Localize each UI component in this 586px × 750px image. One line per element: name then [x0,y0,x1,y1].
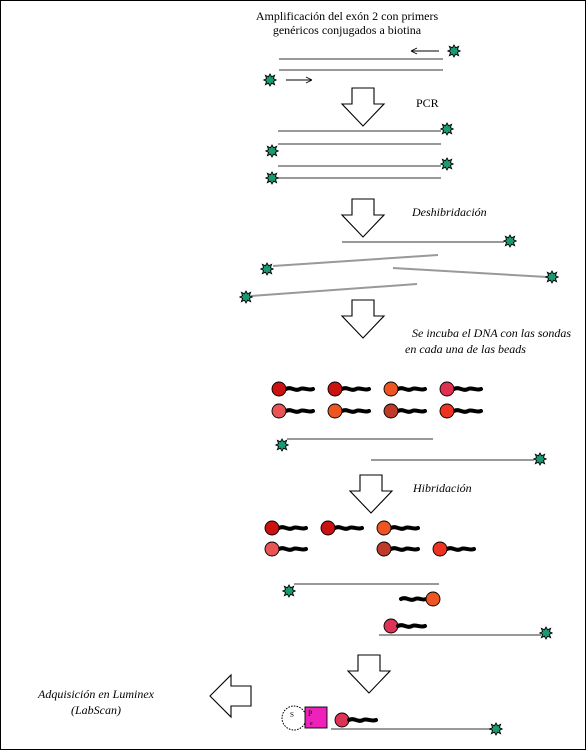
step-label-incuba-2: en cada una de las beads [405,342,526,356]
biotin-star-icon [539,626,553,640]
title-line-2: genéricos conjugados a biotina [272,23,422,37]
unbound-bead-probes [264,520,476,557]
title-line-1: Amplificación del exón 2 con primers [255,9,439,23]
single-strands [239,234,559,304]
bead [425,591,441,607]
pe-sub-letter: e [310,721,313,727]
bead [334,712,350,728]
biotin-star-icon [545,270,559,284]
pe-letter: P [308,709,313,718]
biotin-star-icon [263,73,277,87]
arrow-down-icon [349,474,393,514]
biotin-star-icon [489,722,503,736]
biotin-star-icon [440,122,454,136]
acquisition-label-1: Adquisición en Luminex [38,687,154,701]
bead [383,618,399,634]
hybridized-strand-1 [282,583,441,607]
biotin-star-icon [533,452,547,466]
step-label-deshibridacion: Deshibridación [412,205,487,219]
bead-probe [432,541,476,557]
bead-probe [383,381,427,397]
streptavidin-letter: S [290,711,294,719]
bead-probe [327,381,371,397]
bead-probe [439,381,483,397]
biotin-star-icon [265,144,279,158]
step-label-pcr: PCR [416,96,439,110]
biotin-star-icon [265,171,279,185]
biotin-star-icon [503,234,517,248]
hybridized-strand-2 [379,618,553,640]
bead-probe [376,541,420,557]
target-strands [275,438,547,466]
pcr-products [265,122,454,185]
bead-probe [264,541,308,557]
biotin-star-icon [447,44,461,58]
step-label-hibridacion: Hibridación [413,481,472,495]
left-arrow-icon [209,673,252,719]
biotin-star-icon [282,584,296,598]
arrow-down-icon [341,87,385,127]
bead-probe [383,403,427,419]
biotin-star-icon [275,438,289,452]
bead-probe [439,403,483,419]
acquisition-label-2: (LabScan) [71,703,121,717]
arrow-down-icon [341,198,385,238]
bead-probe [320,520,364,536]
bead-probe [376,520,420,536]
biotin-star-icon [260,262,274,276]
bead-probe [271,403,315,419]
pe-box [304,706,328,729]
bead-probe [327,403,371,419]
biotin-star-icon [239,290,253,304]
step-label-incuba-1: Se incuba el DNA con las sondas [412,326,572,340]
template-strands [279,58,443,71]
primer-reverse [410,44,461,58]
bead-probe [264,520,308,536]
arrow-down-icon [341,299,385,339]
primer-forward [263,73,313,87]
arrow-down-icon [347,654,391,694]
bead-probe [271,381,315,397]
bead-probe-set [271,381,483,419]
probe [399,596,428,602]
biotin-star-icon [440,157,454,171]
detection-complex [281,705,503,736]
